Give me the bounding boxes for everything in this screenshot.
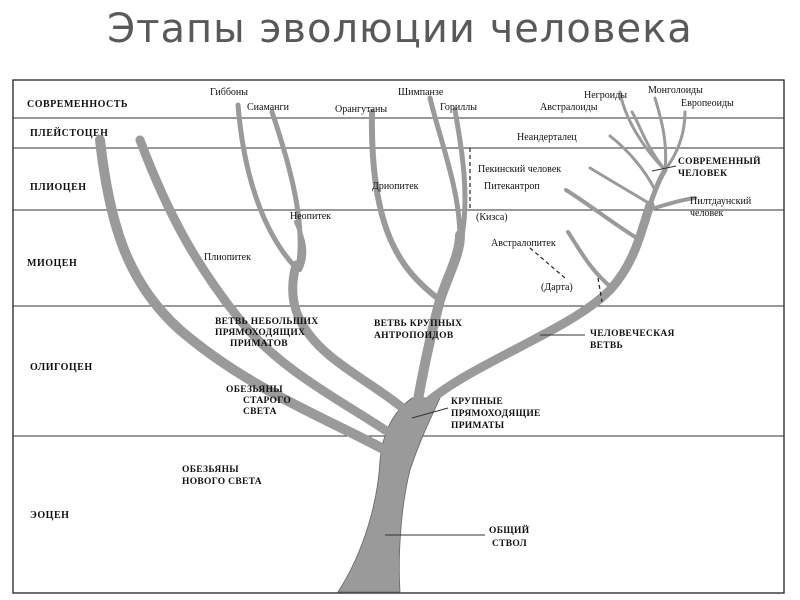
- label-new-world-monkeys: ОБЕЗЬЯНЫ: [182, 465, 239, 475]
- era-label-miocene: МИОЦЕН: [27, 258, 77, 269]
- label-piltdown: Пилтдаунский: [690, 196, 752, 207]
- branch-pithecanthropus: [564, 188, 642, 242]
- era-label-eocene: ЭОЦЕН: [30, 510, 69, 521]
- branch-europeoids: [663, 110, 687, 172]
- label-large-upright-primates: КРУПНЫЕ: [451, 397, 503, 407]
- branch-neopithecus: [294, 220, 307, 272]
- label-orangutans: Орангутаны: [335, 104, 387, 115]
- branch-chimpanzee: [427, 95, 463, 241]
- label-large-upright-primates: ПРИМАТЫ: [451, 421, 505, 431]
- branch-siamangs: [269, 109, 303, 271]
- branch-new-world-monkeys: [95, 135, 390, 455]
- label-mongoloids: Монголоиды: [648, 85, 703, 96]
- label-large-anthropoids: АНТРОПОИДОВ: [374, 331, 454, 341]
- label-gorillas: Гориллы: [440, 102, 477, 113]
- label-small-primates: ПРИМАТОВ: [230, 339, 288, 349]
- era-label-pleistocene: ПЛЕЙСТОЦЕН: [30, 127, 108, 139]
- branch-neanderthal: [608, 134, 657, 192]
- branch-old-world-monkeys: [135, 135, 390, 435]
- label-old-world-monkeys: СВЕТА: [243, 407, 277, 417]
- era-label-modern: СОВРЕМЕННОСТЬ: [27, 99, 128, 110]
- label-piltdown: человек: [690, 208, 724, 219]
- label-old-world-monkeys: СТАРОГО: [243, 396, 291, 406]
- label-pliopithecus: Плиопитек: [204, 252, 251, 263]
- label-australopithecus: Австралопитек: [491, 238, 556, 249]
- label-small-primates: ПРЯМОХОДЯЩИХ: [215, 328, 305, 338]
- branch-gorillas: [452, 107, 468, 239]
- label-australoids: Австралоиды: [540, 102, 598, 113]
- branch-australopithecus: [566, 230, 614, 290]
- label-human-branch: ВЕТВЬ: [590, 341, 623, 351]
- label-large-anthropoids: ВЕТВЬ КРУПНЫХ: [374, 319, 462, 329]
- slide-title: Этапы эволюции человека: [107, 6, 693, 52]
- label-kisa: (Кизса): [476, 212, 508, 223]
- label-europeoids: Европеоиды: [681, 98, 734, 109]
- branch-modern-races: [647, 167, 668, 208]
- label-darta: (Дарта): [541, 282, 573, 293]
- label-large-upright-primates: ПРЯМОХОДЯЩИЕ: [451, 409, 541, 419]
- branch-peking-man: [588, 166, 654, 207]
- label-small-primates: ВЕТВЬ НЕБОЛЬШИХ: [215, 317, 318, 327]
- pointer-large-upright-primates: [411, 407, 449, 419]
- label-negroids: Негроиды: [584, 90, 627, 101]
- branch-australoids: [630, 110, 667, 172]
- label-common-trunk: ОБЩИЙ: [489, 524, 530, 536]
- australopithecus-dashed-lineage: [529, 247, 566, 279]
- branch-mongoloids: [653, 96, 668, 172]
- label-chimpanzee: Шимпанзе: [398, 87, 444, 98]
- label-common-trunk: СТВОЛ: [492, 539, 527, 549]
- branch-gibbons: [235, 102, 299, 271]
- label-human-branch: ЧЕЛОВЕЧЕСКАЯ: [590, 329, 675, 339]
- label-pithecanthropus: Питекантроп: [484, 181, 540, 192]
- label-new-world-monkeys: НОВОГО СВЕТА: [182, 477, 262, 487]
- label-peking-man: Пекинский человек: [478, 164, 561, 175]
- label-neopithecus: Неопитек: [290, 211, 331, 222]
- branch-small-primates: [288, 260, 410, 415]
- label-modern-man: СОВРЕМЕННЫЙ: [678, 155, 761, 167]
- label-dryopithecus: Дриопитек: [372, 181, 419, 192]
- label-siamangs: Сиаманги: [247, 102, 290, 113]
- label-old-world-monkeys: ОБЕЗЬЯНЫ: [226, 385, 283, 395]
- pointer-modern-man: [651, 165, 677, 172]
- label-gibbons: Гиббоны: [210, 87, 248, 98]
- label-neanderthal: Неандерталец: [517, 132, 577, 143]
- evolution-tree: [95, 90, 697, 593]
- branch-orangutans: [368, 109, 443, 303]
- label-modern-man: ЧЕЛОВЕК: [678, 169, 727, 179]
- branch-piltdown: [646, 196, 697, 212]
- era-label-pliocene: ПЛИОЦЕН: [30, 182, 87, 193]
- era-label-oligocene: ОЛИГОЦЕН: [30, 362, 93, 373]
